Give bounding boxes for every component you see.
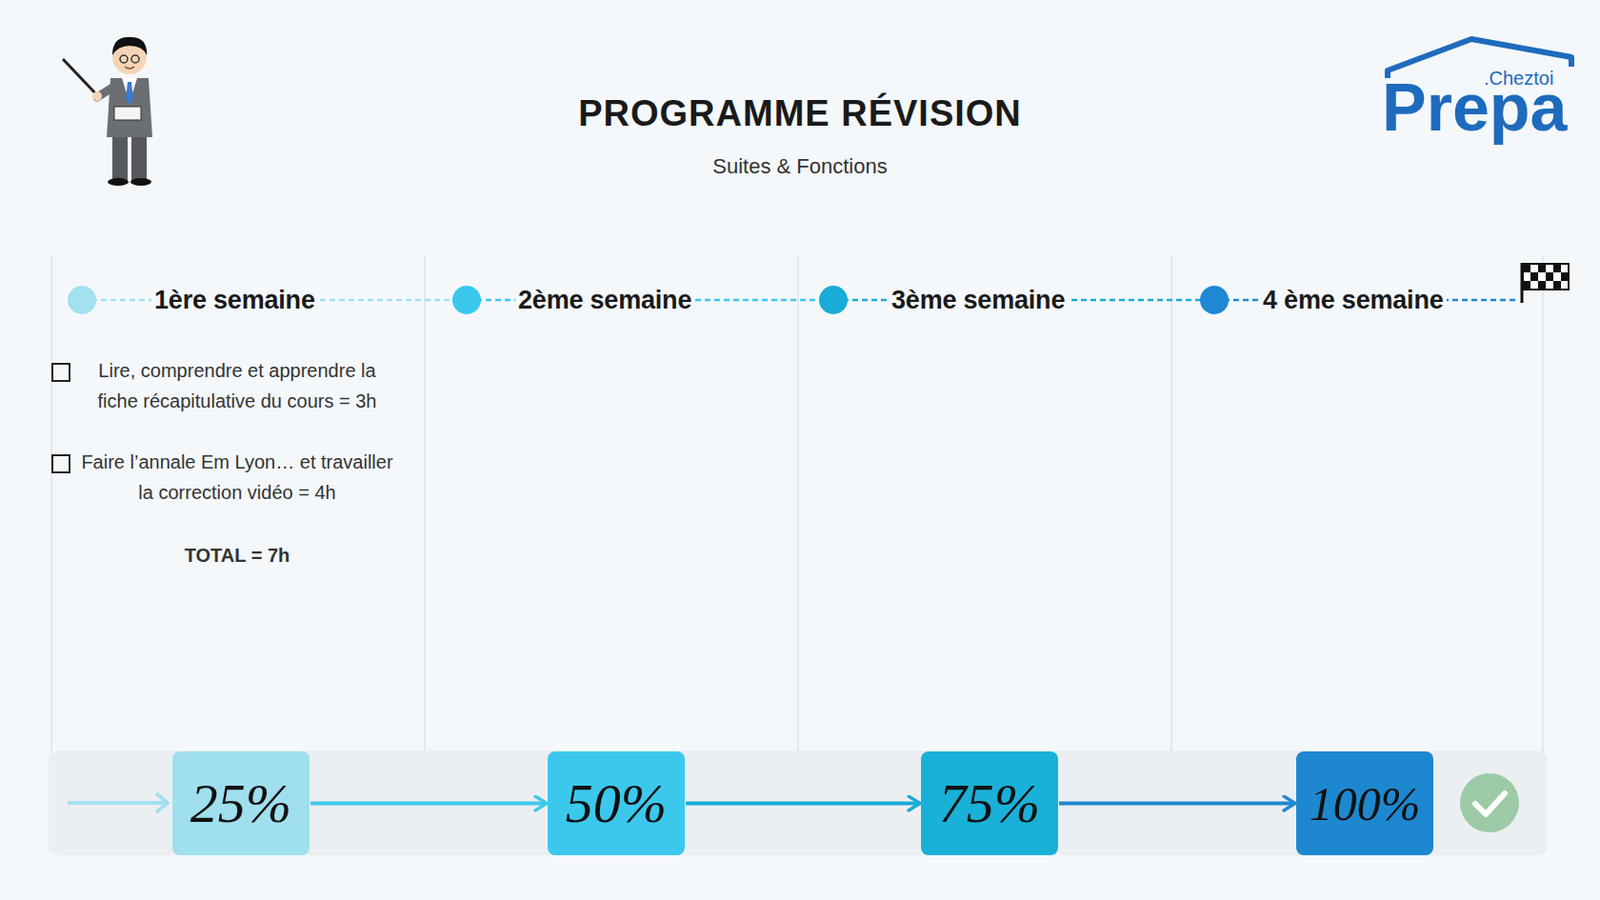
subtitle: Suites & Fonctions bbox=[0, 152, 1600, 181]
flag-cloth bbox=[1522, 263, 1569, 290]
glasses bbox=[131, 55, 140, 63]
logo-word: Prepa bbox=[1381, 74, 1568, 141]
column-line bbox=[1170, 255, 1173, 753]
progress-box: 100% bbox=[1296, 751, 1434, 856]
task-text: TOTAL = 7h bbox=[80, 540, 395, 571]
week-column: 1ère semaineLire, comprendre et apprendr… bbox=[51, 266, 425, 743]
week-column: 2ème semaine bbox=[424, 266, 799, 743]
task-text: Lire, comprendre et apprendre la fiche r… bbox=[80, 355, 395, 417]
week-heading: 2ème semaine bbox=[515, 282, 695, 318]
week-heading: 4 ème semaine bbox=[1260, 282, 1447, 318]
book bbox=[114, 106, 141, 120]
week-heading: 3ème semaine bbox=[888, 282, 1068, 318]
leg bbox=[112, 133, 128, 181]
check-mark bbox=[1475, 793, 1505, 815]
progress-arrow bbox=[1059, 801, 1296, 806]
lead-in-arrowhead bbox=[156, 793, 168, 813]
shoe bbox=[130, 178, 152, 186]
progress-box: 50% bbox=[547, 751, 685, 856]
leg bbox=[131, 133, 147, 181]
percent-label: 75% bbox=[939, 771, 1040, 836]
week-heading: 1ère semaine bbox=[151, 282, 319, 318]
hand bbox=[92, 91, 102, 101]
column-lines bbox=[51, 255, 1543, 753]
column-line bbox=[50, 255, 53, 753]
timeline-dot bbox=[452, 285, 481, 315]
lead-in-arrow bbox=[67, 800, 166, 805]
timeline-dot bbox=[67, 285, 97, 315]
tie bbox=[125, 81, 134, 105]
timeline-dot bbox=[1200, 285, 1229, 315]
timeline-dot bbox=[819, 285, 848, 315]
hair bbox=[112, 37, 147, 56]
progress-arrow bbox=[310, 801, 547, 806]
pointer-stick bbox=[62, 59, 100, 98]
shoe bbox=[107, 178, 129, 186]
smile bbox=[124, 66, 135, 69]
progress-arrow bbox=[685, 801, 920, 806]
week-column: 3ème semaine bbox=[798, 266, 1172, 743]
title: PROGRAMME RÉVISION bbox=[0, 91, 1600, 136]
percent-label: 100% bbox=[1309, 776, 1421, 832]
checkbox bbox=[51, 454, 71, 474]
finish-flag bbox=[1521, 262, 1569, 303]
task-text: Faire l’annale Em Lyon… et travailler la… bbox=[80, 446, 395, 508]
week-column: 4 ème semaine bbox=[1171, 266, 1543, 743]
column-line bbox=[1541, 255, 1544, 753]
column-line bbox=[797, 255, 800, 753]
checkbox bbox=[51, 362, 71, 382]
progress-band bbox=[48, 750, 1548, 856]
progress-box: 75% bbox=[920, 751, 1059, 856]
percent-label: 25% bbox=[190, 771, 292, 836]
flag-checks bbox=[1522, 263, 1569, 290]
progress-box: 25% bbox=[172, 751, 310, 856]
done-circle bbox=[1460, 773, 1520, 833]
glasses bbox=[120, 55, 128, 63]
teacher-illustration bbox=[62, 37, 153, 186]
percent-label: 50% bbox=[565, 771, 667, 836]
column-line bbox=[423, 255, 426, 753]
